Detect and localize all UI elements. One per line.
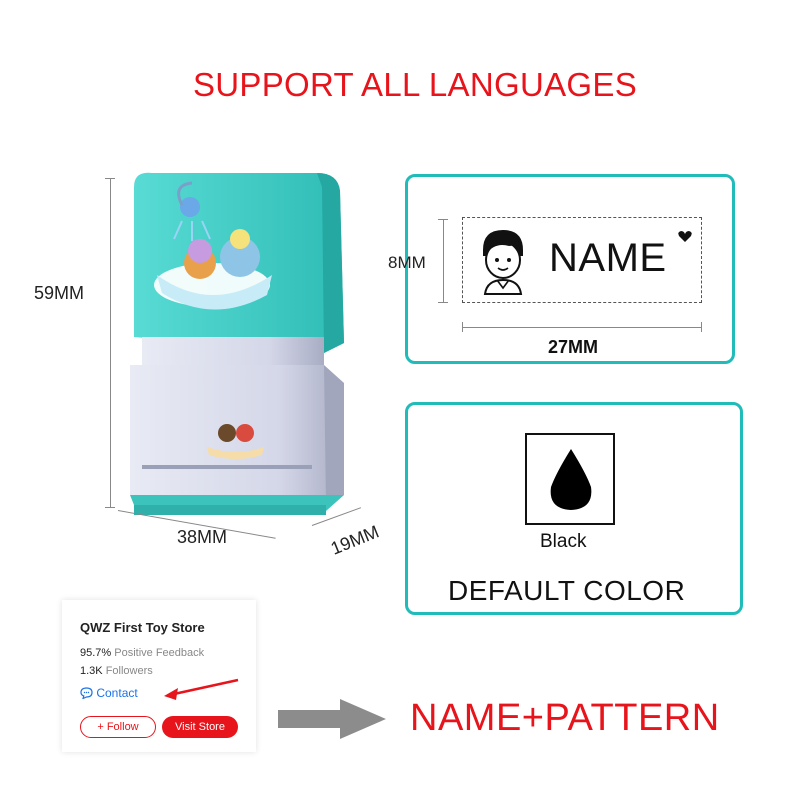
- feedback-label: Positive Feedback: [114, 647, 205, 659]
- ink-swatch-box: [525, 433, 615, 525]
- height-dimension-label: 59MM: [34, 283, 85, 303]
- label-width-tick-right: [701, 322, 702, 332]
- width-dimension-label: 38MM: [177, 527, 228, 547]
- label-preview: NAME: [462, 217, 702, 303]
- label-width-dimension: 27MM: [548, 337, 599, 357]
- label-height-dimension: 8MM: [388, 253, 426, 272]
- feedback-value: 95.7%: [80, 647, 112, 659]
- contact-link[interactable]: Contact: [80, 686, 138, 700]
- store-card: QWZ First Toy Store 95.7% Positive Feedb…: [62, 600, 256, 752]
- follow-button[interactable]: + Follow: [80, 716, 156, 738]
- label-name-text: NAME: [549, 236, 667, 280]
- height-tick-top: [105, 178, 115, 179]
- label-height-tick-bottom: [438, 302, 448, 303]
- store-feedback: 95.7% Positive Feedback: [80, 647, 204, 659]
- boy-avatar-icon: [483, 230, 523, 295]
- chat-bubble-icon: [80, 687, 93, 700]
- label-height-line: [443, 219, 444, 303]
- followers-value: 1.3K: [80, 665, 103, 677]
- stamp-product-image: [130, 172, 344, 515]
- followers-label: Followers: [105, 665, 153, 677]
- store-followers: 1.3K Followers: [80, 665, 153, 677]
- label-width-line: [462, 327, 702, 328]
- ink-drop-icon: [550, 449, 592, 510]
- heart-icon: [678, 231, 692, 242]
- headline: SUPPORT ALL LANGUAGES: [192, 66, 638, 103]
- contact-label: Contact: [96, 686, 138, 700]
- right-arrow-icon: [278, 699, 386, 739]
- height-dimension-line: [110, 178, 111, 508]
- label-height-tick-top: [438, 219, 448, 220]
- pointer-arrow-icon: [164, 678, 239, 700]
- visit-store-button[interactable]: Visit Store: [162, 716, 238, 738]
- ink-color-name: Black: [540, 531, 587, 552]
- ink-color-panel: Black DEFAULT COLOR: [405, 402, 743, 615]
- name-label-panel: 8MM NAME 27MM: [388, 174, 735, 364]
- name-pattern-cta: NAME+PATTERN: [410, 697, 720, 739]
- store-name[interactable]: QWZ First Toy Store: [80, 620, 205, 635]
- height-tick-bottom: [105, 507, 115, 508]
- label-width-tick-left: [462, 322, 463, 332]
- default-color-caption: DEFAULT COLOR: [448, 575, 686, 606]
